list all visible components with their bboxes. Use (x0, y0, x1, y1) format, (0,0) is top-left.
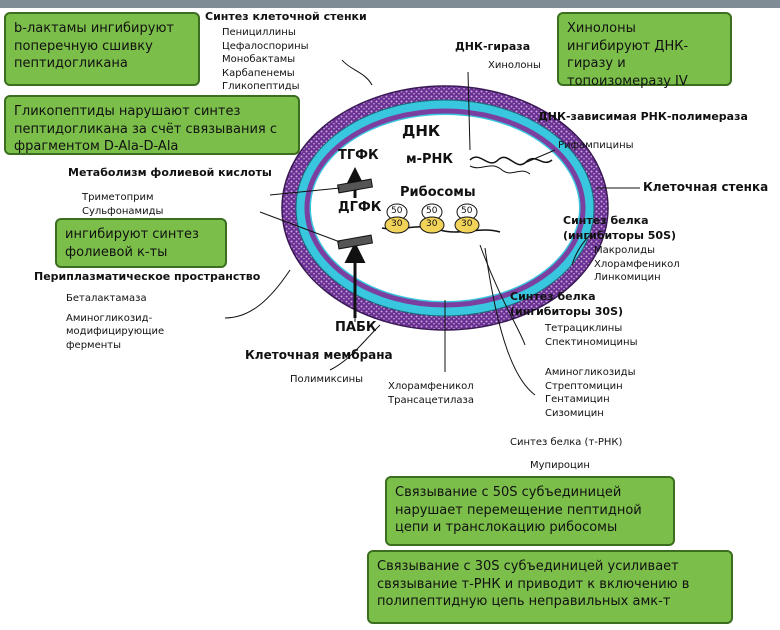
dna-label: ДНК (402, 122, 441, 140)
ribosomes-label: Рибосомы (400, 185, 476, 200)
leader-folic (269, 187, 341, 196)
protein-30s-title: Синтез белка (ингибиторы 30S) (510, 290, 623, 320)
pabk-label: ПАБК (335, 320, 377, 335)
cell-wall-drug-5: Гликопептиды (222, 81, 300, 92)
protein-30s-drug-b3: Гентамицин (545, 394, 610, 405)
dna-gyrase-label: ДНК-гираза (455, 40, 531, 53)
cell-wall-drug-1: Пенициллины (222, 27, 296, 38)
folic-drug-1: Триметоприм (82, 192, 154, 203)
cell-wall-label: Клеточная стенка (643, 180, 769, 194)
cell-membrane-label: Клеточная мембрана (245, 348, 393, 362)
ribo-2-30: 30 (426, 219, 438, 229)
leader-30s-b (484, 247, 536, 396)
note-glycopeptides: Гликопептиды нарушают синтез пептидоглик… (4, 95, 300, 155)
mrna-label: м-РНК (406, 152, 454, 167)
note-30s: Связывание с 30S субъединицей усиливает … (367, 550, 733, 624)
top-bar (0, 0, 780, 8)
cell-wall-drugs-list: Пенициллины Цефалоспорины Монобактамы Ка… (222, 26, 309, 94)
ribo-2-50: 50 (426, 206, 438, 216)
dna-strand (469, 156, 553, 166)
protein-30s-drug-b4: Сизомицин (545, 407, 604, 419)
mupirocin-label: Мупироцин (530, 460, 590, 471)
leader-periplasmic (224, 269, 291, 319)
folic-drugs-list: Триметоприм Сульфонамиды (82, 191, 163, 218)
rna-polymerase-label: ДНК-зависимая РНК-полимераза (538, 110, 748, 123)
ribosome-2 (419, 203, 445, 234)
chloramphenicol-item-1: Хлорамфеникол (388, 381, 474, 392)
ribosome-3 (454, 203, 480, 234)
protein-30s-title-2: (ингибиторы 30S) (510, 304, 624, 318)
periplasmic-enzyme-3: модифицирующие (66, 326, 165, 337)
note-beta-lactams: b-лактамы ингибируют поперечную сшивку п… (4, 12, 200, 86)
cell-wall-synthesis-label: Синтез клеточной стенки (205, 10, 367, 23)
periplasmic-enzyme-1: Беталактамаза (66, 293, 147, 304)
periplasmic-enzyme-4: ферменты (66, 339, 122, 351)
protein-30s-drug-a1: Тетрациклины (545, 323, 623, 334)
leader-folic-2 (259, 211, 341, 243)
protein-50s-title: Синтез белка (ингибиторы 50S) (563, 214, 676, 244)
ribo-1-50: 50 (391, 206, 403, 216)
protein-30s-drugs-a: Тетрациклины Спектиномицины (545, 322, 637, 349)
folic-drug-2: Сульфонамиды (82, 205, 164, 217)
protein-50s-drugs: Макролиды Хлорамфеникол Линкомицин (594, 244, 680, 285)
rifampicins-label: Рифампицины (558, 140, 634, 151)
mrna-strand (469, 165, 531, 175)
polymyxins-label: Полимиксины (290, 374, 364, 385)
ribo-3-30: 30 (461, 219, 473, 229)
dgfk-label: ДГФК (338, 200, 382, 215)
block-sulfonamide (336, 234, 374, 250)
tgfk-label: ТГФК (338, 148, 379, 163)
chloramphenicol-item-2: Трансацетилаза (388, 394, 474, 406)
protein-50s-drug-1: Макролиды (594, 245, 655, 256)
quinolones-label: Хинолоны (488, 60, 541, 71)
note-folic: ингибируют синтез фолиевой к-ты (55, 218, 227, 268)
protein-trna-label: Синтез белка (т-РНК) (510, 437, 623, 448)
leader-50s (571, 234, 591, 266)
folic-metabolism-label: Метаболизм фолиевой кислоты (68, 166, 272, 179)
periplasmic-enzyme-2: Аминогликозид- (66, 312, 153, 324)
chloramphenicol-list: Хлорамфеникол Трансацетилаза (388, 380, 474, 407)
protein-30s-title-1: Синтез белка (510, 290, 596, 303)
leader-cell-wall-synthesis (341, 59, 373, 86)
block-trimethoprim (336, 178, 374, 194)
ribo-1-30: 30 (391, 219, 403, 229)
periplasmic-label: Периплазматическое пространство (34, 270, 261, 283)
leader-rifampicin (519, 149, 556, 166)
protein-50s-drug-2: Хлорамфеникол (594, 258, 680, 270)
leader-membrane (329, 324, 381, 371)
cell-wall-drug-2: Цефалоспорины (222, 40, 309, 52)
cell-wall-drug-3: Монобактамы (222, 54, 296, 65)
leader-30s (479, 244, 526, 346)
cell-wall-drug-4: Карбапенемы (222, 67, 295, 79)
protein-50s-drug-3: Линкомицин (594, 272, 661, 283)
ribosome-1 (384, 203, 410, 234)
note-50s: Связывание с 50S субъединицей нарушает п… (385, 476, 675, 546)
periplasmic-enzymes-list: Беталактамаза Аминогликозид- модифицирую… (66, 292, 164, 352)
protein-30s-drug-b2: Стрептомицин (545, 380, 623, 392)
note-quinolones: Хинолоны ингибируют ДНК-гиразу и топоизо… (557, 12, 732, 89)
protein-50s-title-2: (ингибиторы 50S) (563, 228, 677, 242)
protein-50s-title-1: Синтез белка (563, 214, 649, 227)
protein-30s-drug-a2: Спектиномицины (545, 336, 638, 348)
protein-30s-drug-b1: Аминогликозиды (545, 367, 636, 378)
protein-30s-drugs-b: Аминогликозиды Стрептомицин Гентамицин С… (545, 366, 635, 420)
leader-quinolones (467, 71, 471, 151)
ribo-3-50: 50 (461, 206, 473, 216)
